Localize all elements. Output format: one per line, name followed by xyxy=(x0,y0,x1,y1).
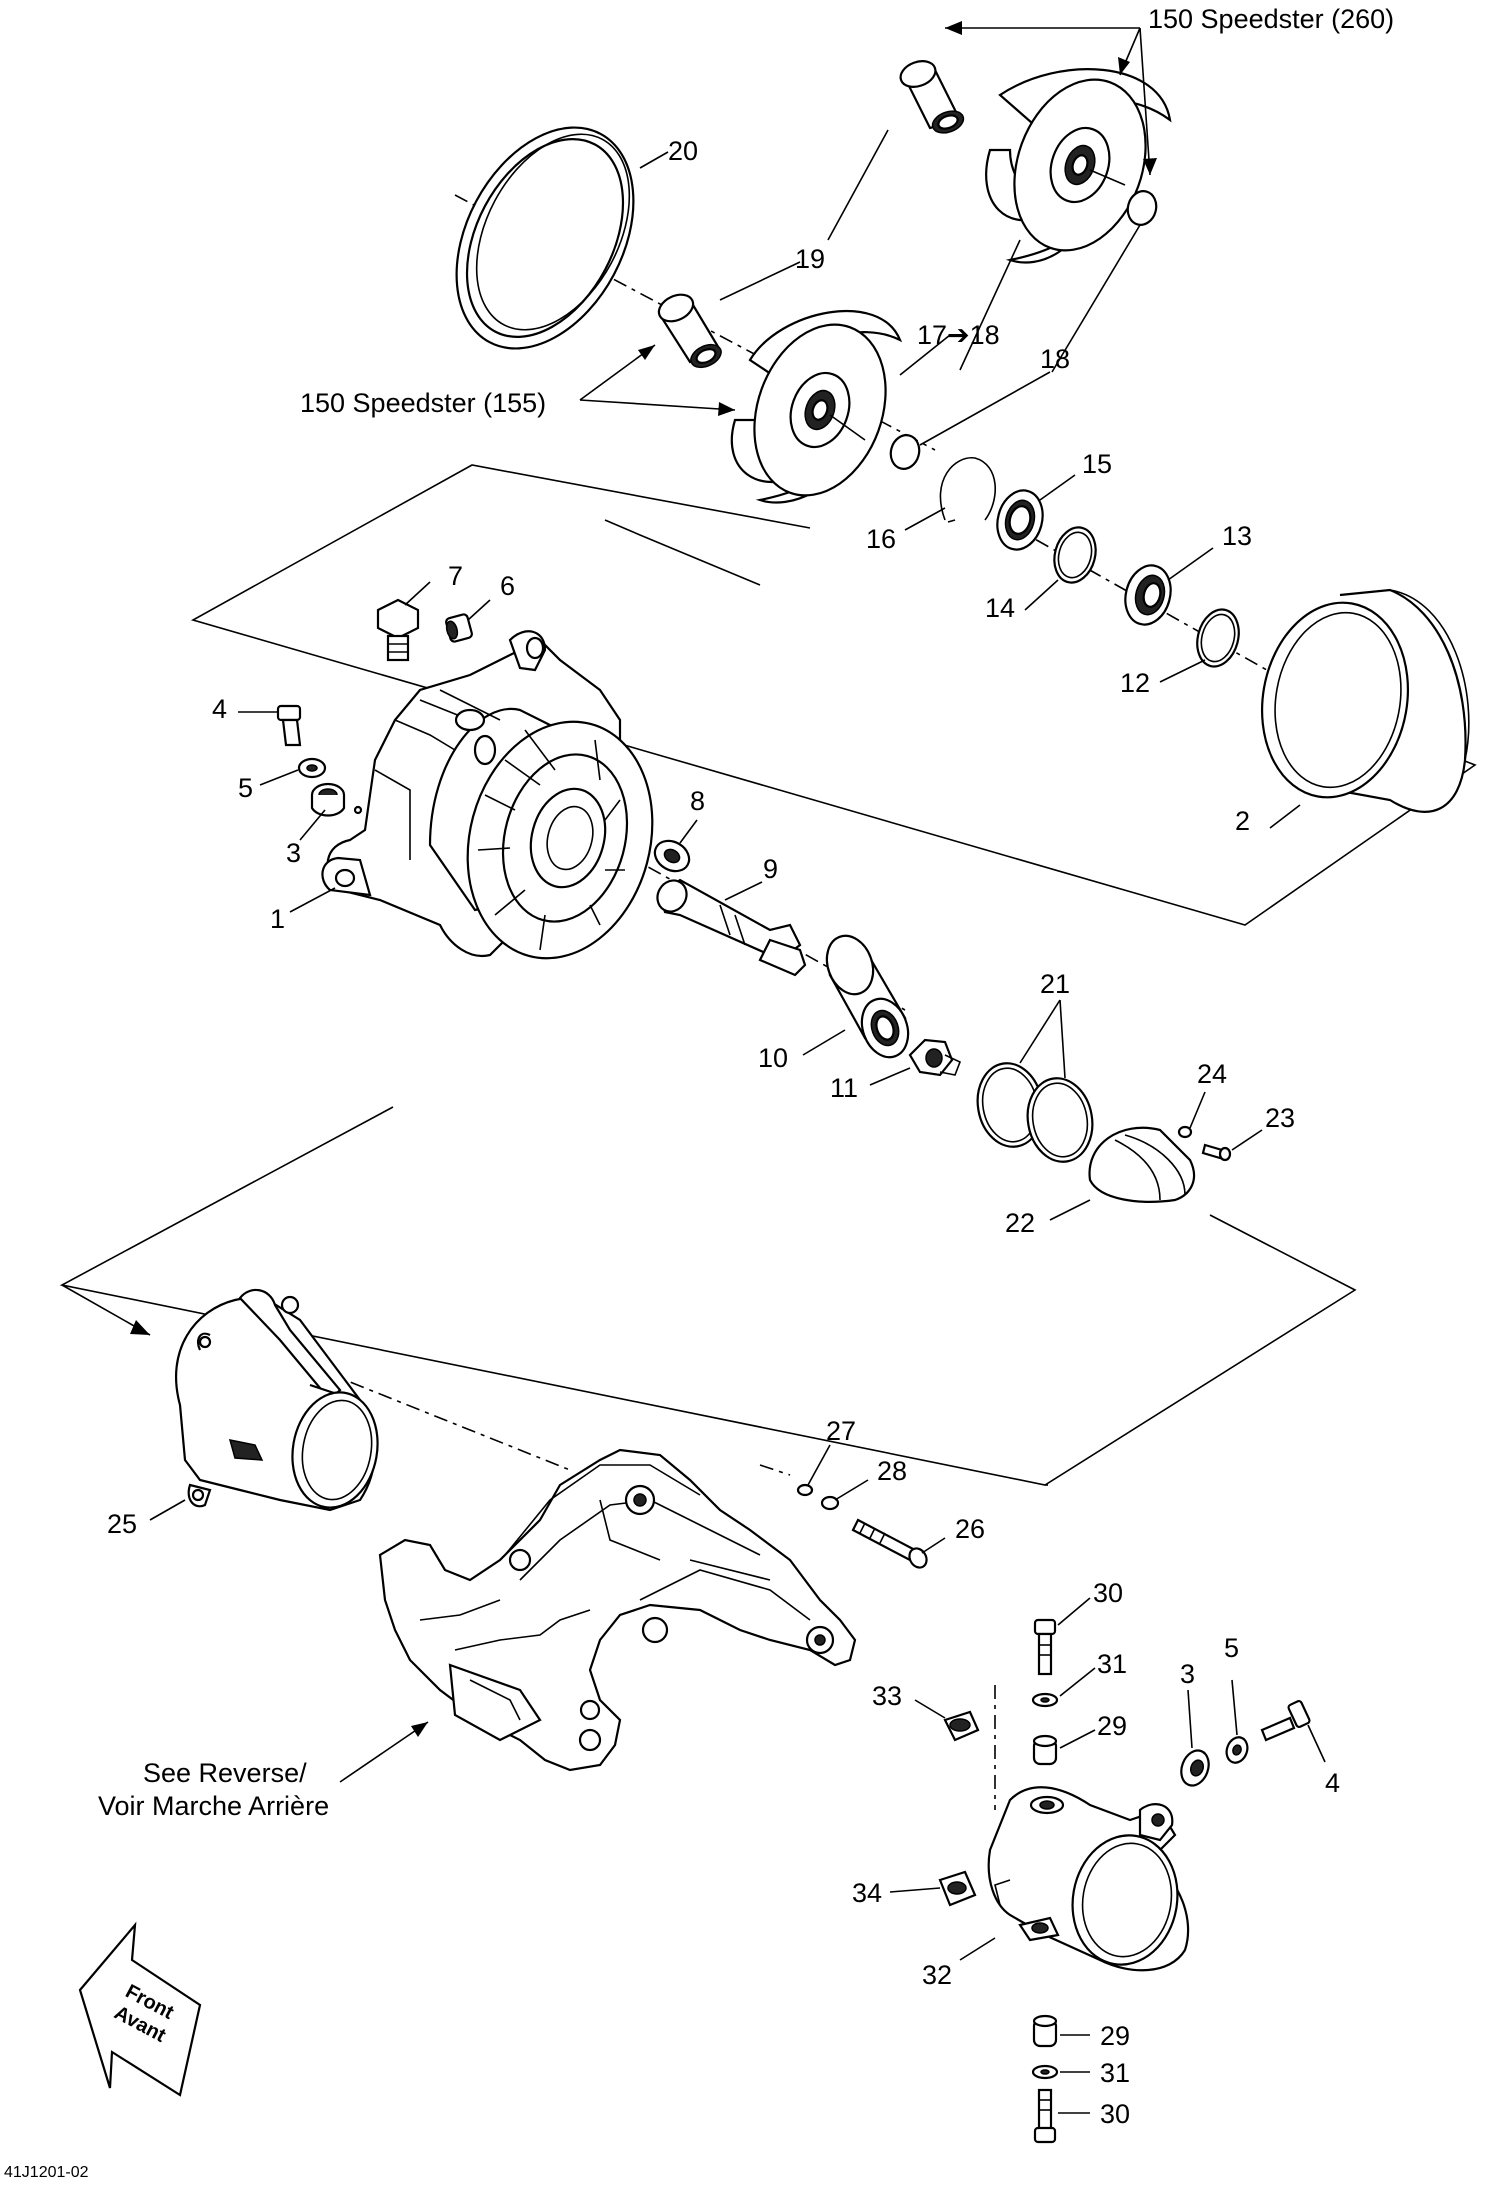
callout-3-left: 3 xyxy=(286,838,301,868)
part-11-nut xyxy=(908,1038,962,1077)
part-19-bushing-upper xyxy=(899,60,965,134)
part-4-bolt-right xyxy=(1260,1700,1311,1742)
part-3-grommet-right xyxy=(1180,1749,1210,1787)
callout-1: 1 xyxy=(270,904,285,934)
part-26-bolt xyxy=(851,1518,928,1569)
callout-15: 15 xyxy=(1082,449,1112,479)
part-2-wear-ring-sleeve xyxy=(1260,588,1470,813)
callout-30-top: 30 xyxy=(1093,1578,1123,1608)
callout-18-upper: 18 xyxy=(1040,344,1070,374)
part-30-bolt-top xyxy=(1033,1618,1057,1676)
part-27-washer xyxy=(796,1483,814,1497)
part-32-steering-nozzle xyxy=(987,1786,1190,1972)
part-4-bolt-left xyxy=(276,704,302,747)
part-19-bushing-lower xyxy=(657,293,722,369)
impeller-upper xyxy=(985,68,1172,264)
callout-34: 34 xyxy=(852,1878,882,1908)
callout-31-bottom: 31 xyxy=(1100,2058,1130,2088)
part-33-nut xyxy=(943,1710,980,1742)
callout-24: 24 xyxy=(1197,1059,1227,1089)
callout-7: 7 xyxy=(448,561,463,591)
callout-23: 23 xyxy=(1265,1103,1295,1133)
part-20-wear-ring xyxy=(455,126,635,350)
part-23-screw xyxy=(1201,1143,1232,1162)
callout-4-left: 4 xyxy=(212,694,227,724)
part-1-pump-housing xyxy=(321,630,654,960)
callout-17-18: 17➔18 xyxy=(917,320,1000,350)
part-6-bushing xyxy=(445,613,473,643)
callout-21: 21 xyxy=(1040,969,1070,999)
callout-12: 12 xyxy=(1120,668,1150,698)
part-9-impeller-shaft xyxy=(656,878,807,977)
callout-30-bottom: 30 xyxy=(1100,2099,1130,2129)
callout-labels: 150 Speedster (260) 150 Speedster (155) … xyxy=(4,4,1394,2181)
callout-4-right: 4 xyxy=(1325,1768,1340,1798)
callout-26: 26 xyxy=(955,1514,985,1544)
part-3-grommet-left xyxy=(310,782,346,817)
callout-28: 28 xyxy=(877,1456,907,1486)
part-22-cone xyxy=(1088,1126,1196,1203)
part-5-washer-right xyxy=(1225,1736,1249,1764)
part-21-o-rings xyxy=(976,1062,1094,1163)
callout-2: 2 xyxy=(1235,806,1250,836)
steering-bracket xyxy=(378,1448,857,1772)
part-34-fitting xyxy=(938,1870,977,1907)
callout-33: 33 xyxy=(872,1681,902,1711)
speedster-155-label: 150 Speedster (155) xyxy=(300,388,546,418)
callout-31-top: 31 xyxy=(1097,1649,1127,1679)
callout-13: 13 xyxy=(1222,521,1252,551)
part-18-o-ring-lower xyxy=(889,434,921,470)
see-reverse-line2: Voir Marche Arrière xyxy=(98,1791,329,1821)
drawing-code: 41J1201-02 xyxy=(4,2164,89,2181)
part-25-venturi xyxy=(175,1288,379,1512)
part-30-bolt-bottom xyxy=(1033,2088,1057,2144)
part-10-bearing xyxy=(825,934,910,1059)
callout-22: 22 xyxy=(1005,1208,1035,1238)
part-29-bushing-bottom xyxy=(1032,2014,1058,2048)
callout-32: 32 xyxy=(922,1960,952,1990)
see-reverse-line1: See Reverse/ xyxy=(143,1758,307,1788)
impeller-lower xyxy=(730,309,903,504)
part-31-washer-top xyxy=(1031,1692,1059,1708)
callout-29-top: 29 xyxy=(1097,1711,1127,1741)
callout-9: 9 xyxy=(763,854,778,884)
callout-8: 8 xyxy=(690,786,705,816)
part-28-washer xyxy=(820,1495,840,1511)
callout-25: 25 xyxy=(107,1509,137,1539)
callout-6: 6 xyxy=(500,571,515,601)
callout-29-bottom: 29 xyxy=(1100,2021,1130,2051)
callout-19-upper: 19 xyxy=(795,244,825,274)
part-18-o-ring-upper xyxy=(1126,190,1158,226)
part-24-washer xyxy=(1177,1125,1193,1139)
callout-16: 16 xyxy=(866,524,896,554)
part-16-circlip xyxy=(939,457,996,523)
part-14-o-ring xyxy=(1053,526,1097,584)
part-31-washer-bottom xyxy=(1031,2064,1059,2080)
callout-20: 20 xyxy=(668,136,698,166)
part-29-bushing-top xyxy=(1032,1734,1058,1766)
speedster-260-label: 150 Speedster (260) xyxy=(1148,4,1394,34)
part-8-spacer xyxy=(653,839,691,873)
callout-5-right: 5 xyxy=(1224,1633,1239,1663)
callout-10: 10 xyxy=(758,1043,788,1073)
callout-27: 27 xyxy=(826,1416,856,1446)
part-5-washer-left xyxy=(297,757,327,779)
leader-lines xyxy=(149,21,1326,2114)
part-15-thrust-washer xyxy=(996,489,1044,551)
part-13-seal xyxy=(1124,564,1172,626)
callout-14: 14 xyxy=(985,593,1015,623)
part-7-drain-plug xyxy=(376,598,420,662)
callout-3-right: 3 xyxy=(1180,1659,1195,1689)
callout-11: 11 xyxy=(830,1073,858,1103)
part-12-o-ring xyxy=(1196,608,1240,668)
front-direction-arrow: Front Avant xyxy=(78,1921,202,2097)
callout-5-left: 5 xyxy=(238,773,253,803)
